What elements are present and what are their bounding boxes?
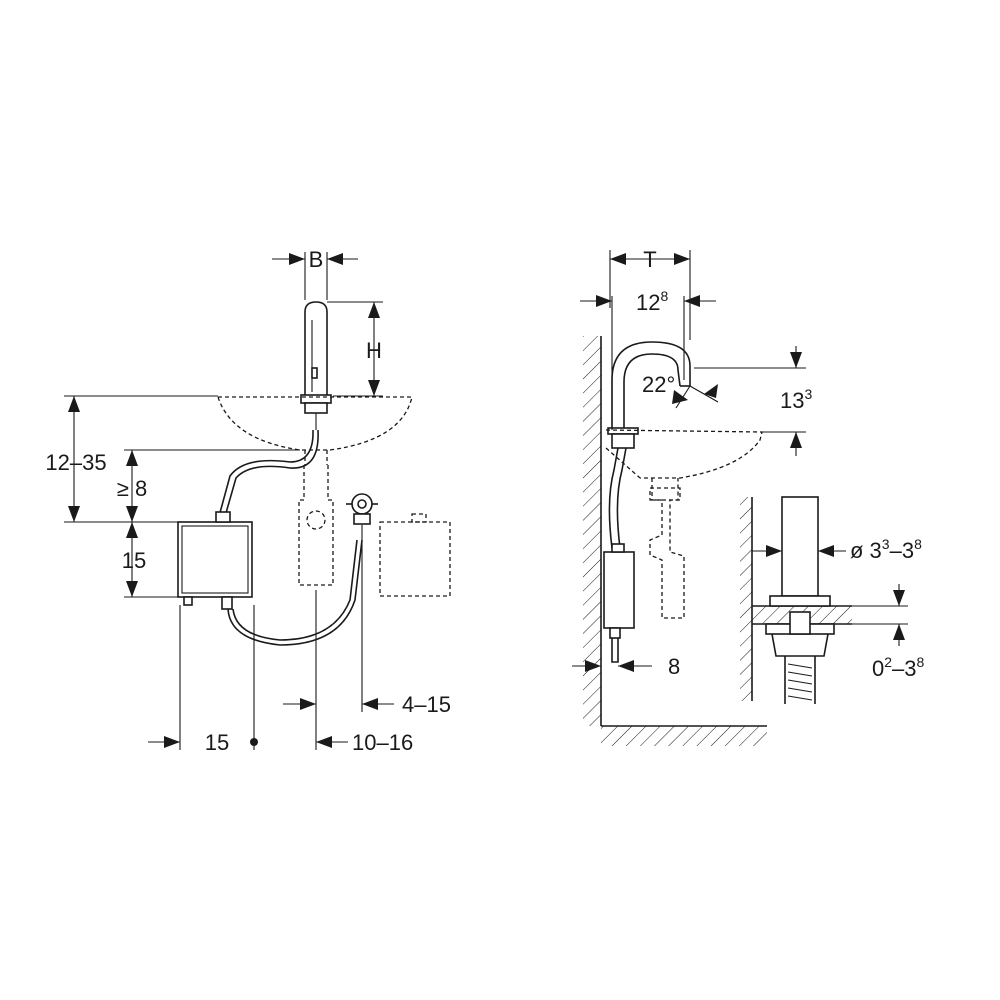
dim-depth-label: T bbox=[643, 247, 656, 272]
side-spout bbox=[611, 341, 691, 430]
front-view: B H 12–35 ≥ 8 15 15 bbox=[45, 247, 451, 755]
detail-faucet-shank bbox=[781, 496, 819, 597]
box-inlet bbox=[215, 511, 231, 523]
box-foot bbox=[183, 596, 193, 606]
dim-box-width-label: 15 bbox=[205, 730, 229, 755]
dim-width-label: B bbox=[309, 247, 324, 272]
control-box bbox=[177, 521, 253, 598]
angle-valve bbox=[351, 493, 373, 515]
dim-box-height-label: 15 bbox=[122, 548, 146, 573]
dim-min-clearance-label: ≥ 8 bbox=[117, 476, 147, 501]
faucet-nut bbox=[304, 402, 328, 414]
dim-spout-label: 133 bbox=[780, 386, 812, 413]
floor-hatch bbox=[601, 726, 767, 746]
faucet-base bbox=[300, 394, 332, 404]
dim-wall-gap-label: 8 bbox=[668, 654, 680, 679]
wall-hatch bbox=[583, 336, 601, 726]
side-control-box bbox=[603, 551, 635, 629]
transformer-outline bbox=[379, 521, 451, 597]
dim-basin-range-label: 12–35 bbox=[45, 450, 106, 475]
side-view: T 128 22° 133 8 bbox=[572, 247, 925, 746]
dim-offset-a-label: 4–15 bbox=[402, 692, 451, 717]
faucet-body bbox=[304, 301, 328, 395]
detail-flange bbox=[769, 595, 831, 607]
supply-hose bbox=[223, 429, 319, 521]
dim-reach-label: 128 bbox=[636, 288, 668, 315]
supply-cable bbox=[227, 539, 363, 646]
dim-offset-b-label: 10–16 bbox=[352, 730, 413, 755]
siphon-trap bbox=[298, 465, 334, 586]
sensor-window bbox=[311, 367, 318, 379]
dim-thickness-label: 02–38 bbox=[872, 654, 925, 681]
box-outlet bbox=[221, 596, 233, 610]
wash-basin bbox=[217, 396, 413, 451]
dim-angle-label: 22° bbox=[642, 372, 675, 397]
dim-diameter-label: ø 33–38 bbox=[850, 536, 922, 563]
detail-wall-hatch bbox=[740, 497, 752, 701]
dim-height-label: H bbox=[366, 338, 382, 363]
